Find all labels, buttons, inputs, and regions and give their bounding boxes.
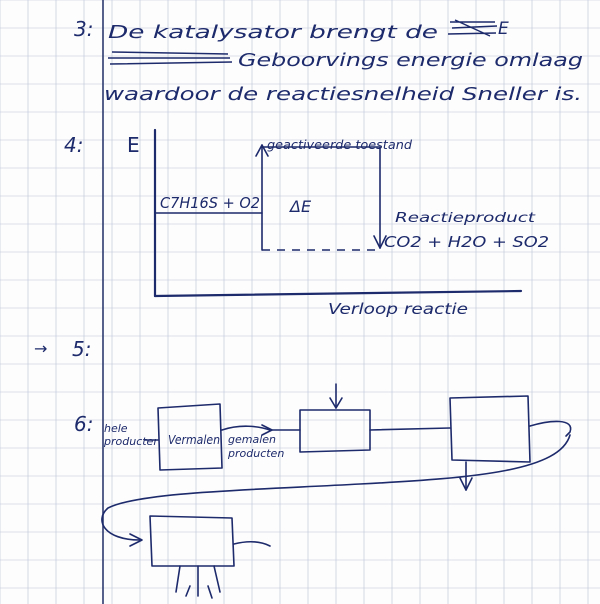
answer-4-energy-diagram: 4: E geactiveerde toestand C7H16S + O2 Δ… (64, 128, 549, 318)
bottom-output-arrows (175, 565, 221, 599)
answer-3-line-2: Geboorvings energie omlaag (238, 50, 583, 71)
product-label: Reactieproduct (395, 211, 536, 226)
crossed-letter: E (498, 19, 509, 39)
arrow-box2-box3 (369, 427, 451, 431)
arrow-down-icon (329, 397, 343, 409)
reactant-label: C7H16S + O2 (160, 194, 260, 212)
answer-3-number: 3: (74, 17, 93, 41)
answer-3-line-1: De katalysator brengt de (108, 22, 438, 43)
crossed-out-word-1 (447, 19, 498, 37)
delta-e-label: ΔE (288, 197, 312, 216)
process-box-2 (299, 409, 371, 453)
answer-3: 3: De katalysator brengt de E Geboorving… (74, 17, 583, 105)
product-formula: CO2 + H2O + SO2 (384, 233, 549, 251)
x-axis-label: Verloop reactie (328, 300, 468, 318)
input-label-holder: hele producten (104, 422, 156, 448)
answer-5-number: 5: (72, 337, 91, 361)
answer-3-line-3: waardoor de reactiesnelheid Sneller is. (104, 84, 582, 105)
arrow1-label-holder: gemalen producten (228, 433, 285, 460)
arrow-right-icon (129, 533, 143, 547)
activated-state-label: geactiveerde toestand (267, 138, 412, 152)
answer-6-number: 6: (74, 412, 93, 436)
arrow1-label: gemalen producten (228, 433, 285, 460)
process-box-4 (149, 515, 235, 567)
process-box-3 (449, 395, 531, 463)
arrow-right-icon (261, 424, 273, 436)
arrow-down-icon (459, 477, 473, 491)
input-label: hele producten (104, 422, 156, 448)
return-arrow-curve (101, 434, 571, 541)
arrow-box1-box2 (221, 425, 301, 431)
answer-5-prefix: → (34, 339, 47, 358)
box4-output-arrow (233, 541, 271, 547)
crossed-out-word-2 (108, 51, 233, 65)
answer-5: → 5: (34, 337, 91, 361)
loop-arrow-right (529, 420, 572, 437)
arrow-down-icon (373, 235, 387, 249)
answer-4-number: 4: (64, 133, 83, 157)
arrow-up-icon (255, 144, 269, 157)
answer-6-process-diagram: 6: hele producten Vermalen gemalen produ… (74, 383, 572, 599)
process-box-1 (157, 403, 223, 471)
process-box-1-label: Vermalen (168, 433, 220, 447)
x-axis (153, 289, 523, 298)
energy-axis-label: E (127, 133, 140, 157)
